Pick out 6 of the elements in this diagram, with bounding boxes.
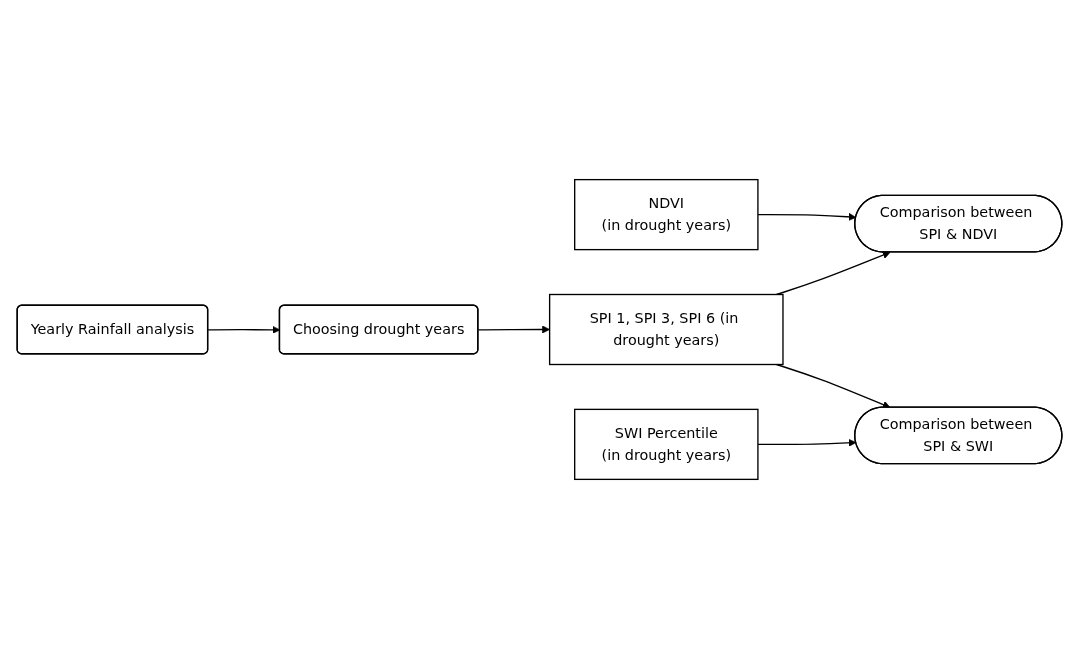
arrow <box>757 438 857 447</box>
arrow <box>477 325 550 334</box>
node-box: SWI Percentile (in drought years) <box>574 408 759 481</box>
node-box: NDVI (in drought years) <box>574 178 759 251</box>
arrow <box>757 212 857 221</box>
node-box: SPI 1, SPI 3, SPI 6 (in drought years) <box>548 293 784 366</box>
